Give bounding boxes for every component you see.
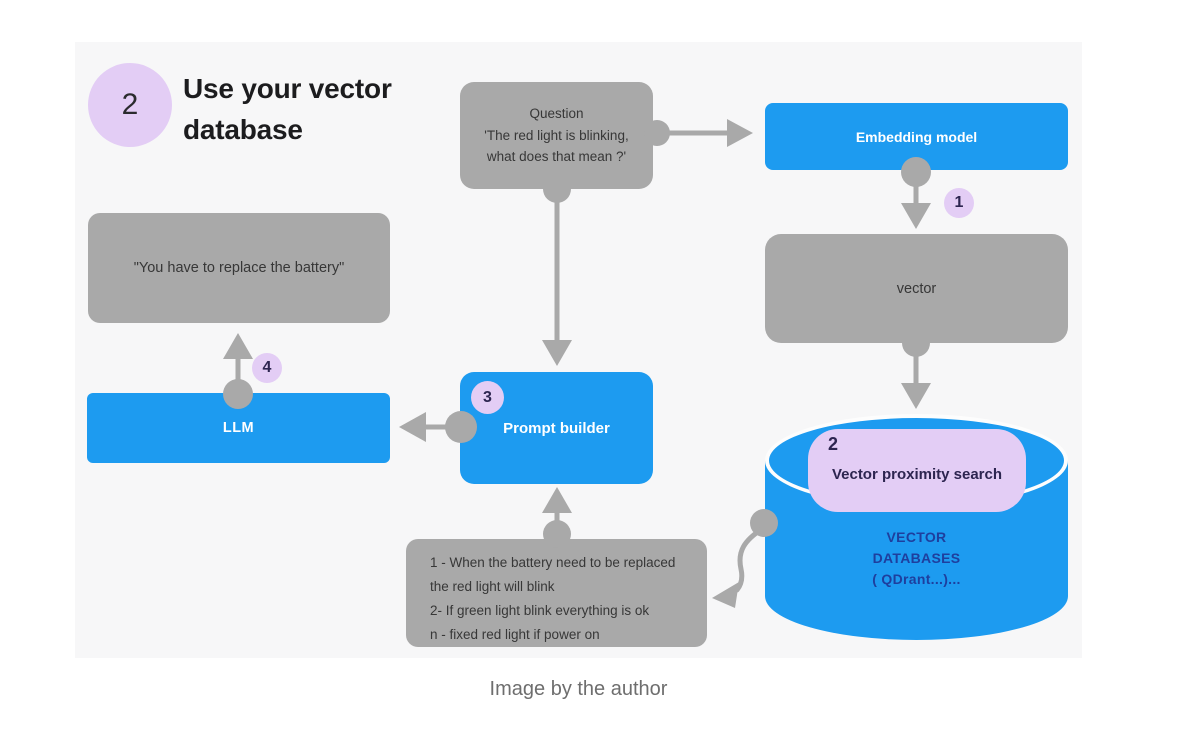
diagram-title: Use your vector database <box>183 73 392 145</box>
prompt-builder-label: Prompt builder <box>503 419 610 437</box>
question-line-3: what does that mean ?' <box>486 149 627 165</box>
notes-line-4: n - fixed red light if power on <box>430 627 600 642</box>
vector-label: vector <box>896 280 937 297</box>
notes-line-1: 1 - When the battery need to be replaced <box>430 555 676 570</box>
vector-db-label-line-2: DATABASES <box>872 550 961 566</box>
vector-node: vector <box>765 234 1068 343</box>
embedding-model-label: Embedding model <box>855 128 978 145</box>
vector-db-label: VECTOR DATABASES ( QDrant...)... <box>765 527 1068 590</box>
step-3-badge: 3 <box>471 381 504 414</box>
diagram-canvas: 2 Use your vector database Question 'The… <box>75 42 1082 658</box>
vector-proximity-search-node: 2 Vector proximity search <box>808 429 1026 512</box>
notes-node: 1 - When the battery need to be replaced… <box>406 539 707 647</box>
llm-node: LLM <box>87 393 390 463</box>
step-2-inner-badge: 2 <box>828 434 839 454</box>
question-line-1: Question <box>529 106 584 122</box>
vector-db-label-line-3: ( QDrant...)... <box>872 571 961 587</box>
arrow-question-to-prompt-builder <box>542 175 572 366</box>
arrow-question-to-embedding <box>644 119 753 147</box>
step-number-circle: 2 <box>88 63 172 147</box>
llm-label: LLM <box>222 420 255 436</box>
question-line-2: 'The red light is blinking, <box>484 127 629 143</box>
vector-proximity-search-label: Vector proximity search <box>831 466 1003 483</box>
image-caption: Image by the author <box>489 678 668 700</box>
embedding-model-node: Embedding model <box>765 103 1068 170</box>
question-node: Question 'The red light is blinking, wha… <box>460 82 653 189</box>
notes-line-2: the red light will blink <box>430 579 555 594</box>
vector-db-label-line-1: VECTOR <box>886 529 947 545</box>
answer-node: "You have to replace the battery" <box>88 213 390 323</box>
answer-label: "You have to replace the battery" <box>133 260 345 276</box>
step-1-badge: 1 <box>944 188 974 218</box>
step-4-badge: 4 <box>252 353 282 383</box>
notes-line-3: 2- If green light blink everything is ok <box>430 603 650 618</box>
